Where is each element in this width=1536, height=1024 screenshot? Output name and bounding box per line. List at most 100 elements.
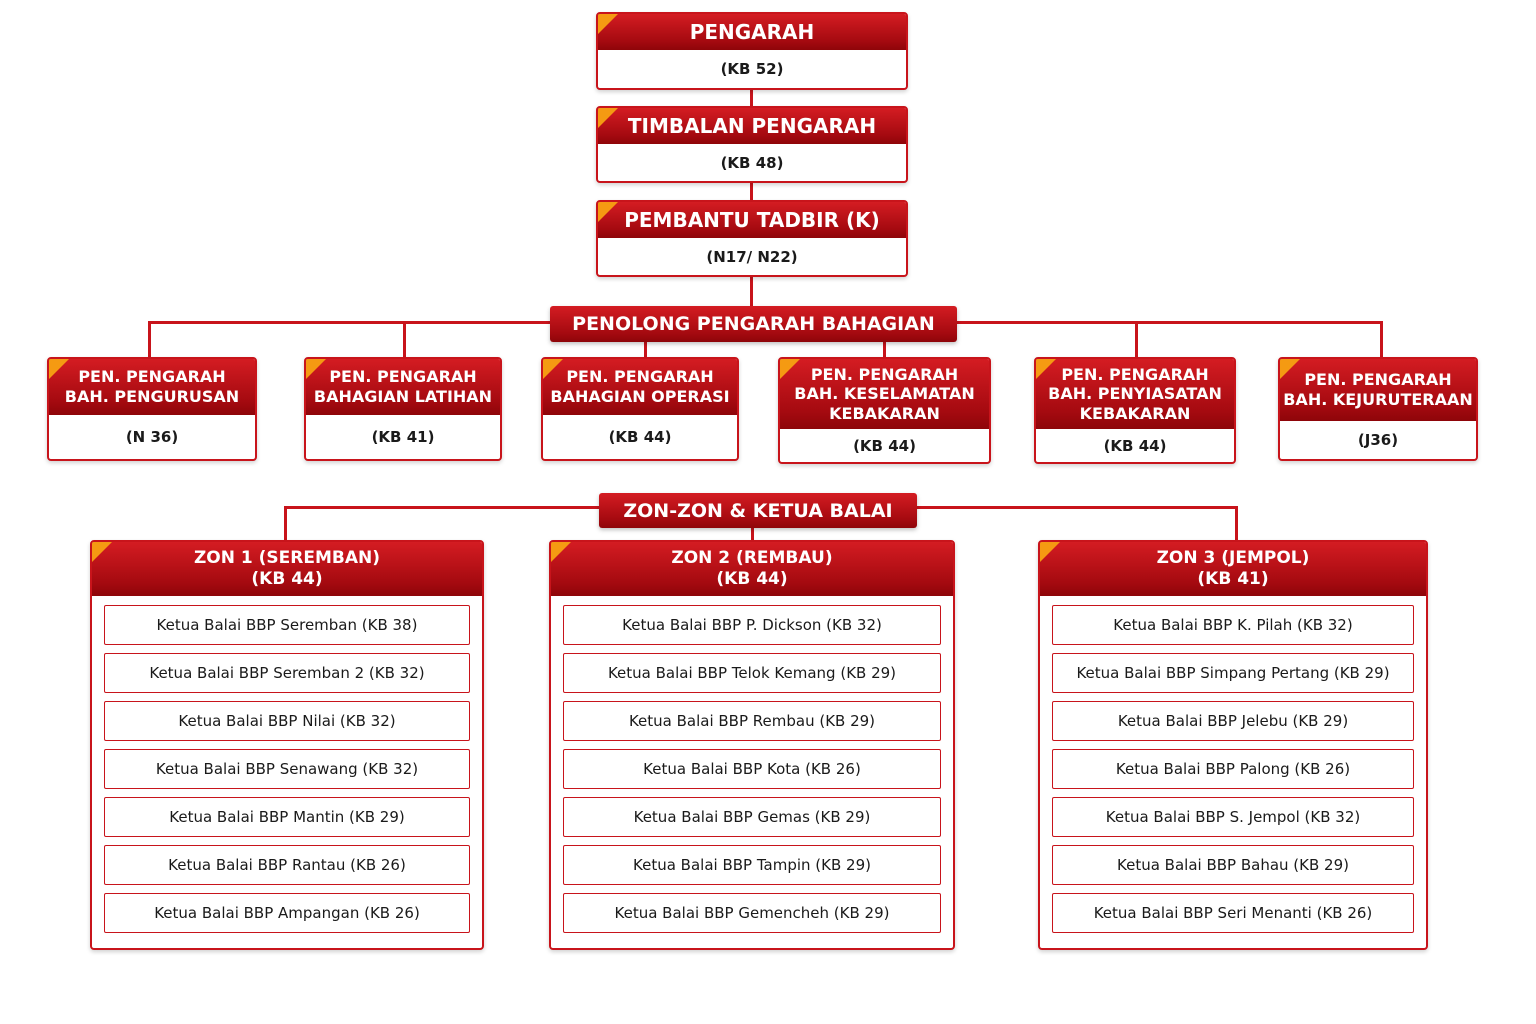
- division-card-2-title-line: BAHAGIAN LATIHAN: [313, 387, 493, 406]
- zone-title-line: ZON 3 (JEMPOL): [1156, 548, 1310, 569]
- division-card-5-grade: (KB 44): [1103, 436, 1167, 455]
- division-card-5-title-line: BAH. PENYIASATAN: [1048, 384, 1222, 404]
- station-item: Ketua Balai BBP Rembau (KB 29): [563, 701, 941, 741]
- station-item: Ketua Balai BBP Simpang Pertang (KB 29): [1052, 653, 1414, 693]
- division-card-6-title-line: BAH. KEJURUTERAAN: [1283, 390, 1473, 409]
- top-card-1-grade: (KB 52): [720, 60, 784, 78]
- station-item: Ketua Balai BBP Seremban 2 (KB 32): [104, 653, 470, 693]
- zones-banner: ZON-ZON & KETUA BALAI: [599, 493, 917, 528]
- connector-division-drop: [403, 321, 406, 359]
- zone-card-2: ZON 2 (REMBAU)(KB 44)Ketua Balai BBP P. …: [549, 540, 955, 950]
- station-item: Ketua Balai BBP Seri Menanti (KB 26): [1052, 893, 1414, 933]
- division-card-4-title-line: BAH. KESELAMATAN: [794, 384, 975, 404]
- station-item: Ketua Balai BBP Palong (KB 26): [1052, 749, 1414, 789]
- station-item: Ketua Balai BBP Nilai (KB 32): [104, 701, 470, 741]
- connector-top-spine: [750, 85, 753, 285]
- division-card-1-title-line: PEN. PENGARAH: [78, 367, 226, 387]
- divisions-banner: PENOLONG PENGARAH BAHAGIAN: [550, 306, 957, 342]
- corner-accent-icon: [598, 202, 618, 222]
- zone-title-line: (KB 41): [1197, 569, 1269, 589]
- station-list: Ketua Balai BBP K. Pilah (KB 32) Ketua Ba…: [1040, 596, 1426, 933]
- station-item: Ketua Balai BBP Bahau (KB 29): [1052, 845, 1414, 885]
- station-item: Ketua Balai BBP Rantau (KB 26): [104, 845, 470, 885]
- corner-accent-icon: [1280, 359, 1300, 379]
- zone-title-line: ZON 1 (SEREMBAN): [193, 548, 381, 569]
- top-card-1: PENGARAH (KB 52): [596, 12, 908, 90]
- station-item: Ketua Balai BBP Gemas (KB 29): [563, 797, 941, 837]
- division-card-4-grade: (KB 44): [853, 436, 916, 455]
- top-card-1-title-line: PENGARAH: [689, 19, 815, 44]
- connector-zone-drop: [1235, 506, 1238, 542]
- station-item: Ketua Balai BBP Telok Kemang (KB 29): [563, 653, 941, 693]
- zone-title-line: (KB 44): [251, 569, 323, 589]
- division-card-4-title-line: PEN. PENGARAH: [810, 364, 959, 384]
- zone-header: ZON 3 (JEMPOL)(KB 41): [1040, 542, 1426, 596]
- top-card-3-header: PEMBANTU TADBIR (K): [598, 202, 906, 238]
- division-card-6-title-line: PEN. PENGARAH: [1304, 370, 1452, 390]
- top-card-1-header: PENGARAH: [598, 14, 906, 50]
- corner-accent-icon: [1040, 542, 1060, 562]
- station-item: Ketua Balai BBP Mantin (KB 29): [104, 797, 470, 837]
- zone-header: ZON 2 (REMBAU)(KB 44): [551, 542, 953, 596]
- top-card-2-title-line: TIMBALAN PENGARAH: [627, 113, 877, 138]
- connector-zone-drop: [284, 506, 287, 542]
- zone-header: ZON 1 (SEREMBAN)(KB 44): [92, 542, 482, 596]
- station-list: Ketua Balai BBP P. Dickson (KB 32) Ketua …: [551, 596, 953, 933]
- division-card-1-title-line: BAH. PENGURUSAN: [64, 387, 240, 406]
- station-item: Ketua Balai BBP Senawang (KB 32): [104, 749, 470, 789]
- top-card-2-grade: (KB 48): [720, 153, 784, 172]
- division-card-3-title-line: BAHAGIAN OPERASI: [550, 387, 730, 406]
- zone-title-line: (KB 44): [716, 569, 788, 589]
- zone-title-line: ZON 2 (REMBAU): [671, 548, 833, 569]
- top-card-3: PEMBANTU TADBIR (K) (N17/ N22): [596, 200, 908, 277]
- corner-accent-icon: [551, 542, 571, 562]
- connector-division-drop: [148, 321, 151, 359]
- station-item: Ketua Balai BBP P. Dickson (KB 32): [563, 605, 941, 645]
- division-card-3-title-line: PEN. PENGARAH: [566, 367, 714, 387]
- corner-accent-icon: [49, 359, 69, 379]
- station-item: Ketua Balai BBP S. Jempol (KB 32): [1052, 797, 1414, 837]
- division-card-1-grade: (N 36): [125, 428, 179, 446]
- top-card-2: TIMBALAN PENGARAH (KB 48): [596, 106, 908, 183]
- corner-accent-icon: [780, 359, 800, 379]
- corner-accent-icon: [598, 14, 618, 34]
- division-card-4-title-line: KEBAKARAN: [829, 403, 940, 423]
- station-list: Ketua Balai BBP Seremban (KB 38) Ketua Ba…: [92, 596, 482, 933]
- zone-card-1: ZON 1 (SEREMBAN)(KB 44)Ketua Balai BBP S…: [90, 540, 484, 950]
- station-item: Ketua Balai BBP Ampangan (KB 26): [104, 893, 470, 933]
- top-card-2-header: TIMBALAN PENGARAH: [598, 108, 906, 144]
- corner-accent-icon: [543, 359, 563, 379]
- division-card-2-grade: (KB 41): [371, 428, 435, 446]
- division-card-5-title-line: KEBAKARAN: [1079, 403, 1191, 423]
- station-item: Ketua Balai BBP Jelebu (KB 29): [1052, 701, 1414, 741]
- division-card-2-title-line: PEN. PENGARAH: [329, 367, 477, 387]
- connector-spine-to-banner: [750, 283, 753, 309]
- division-card-5-title-line: PEN. PENGARAH: [1061, 364, 1209, 384]
- connector-division-drop: [1135, 321, 1138, 359]
- corner-accent-icon: [598, 108, 618, 128]
- station-item: Ketua Balai BBP Gemencheh (KB 29): [563, 893, 941, 933]
- station-item: Ketua Balai BBP Tampin (KB 29): [563, 845, 941, 885]
- station-item: Ketua Balai BBP Kota (KB 26): [563, 749, 941, 789]
- top-card-3-title-line: PEMBANTU TADBIR (K): [624, 207, 880, 232]
- top-card-3-grade: (N17/ N22): [706, 247, 798, 266]
- connector-division-drop: [1380, 321, 1383, 359]
- station-item: Ketua Balai BBP Seremban (KB 38): [104, 605, 470, 645]
- division-card-6-grade: (J36): [1357, 431, 1399, 449]
- corner-accent-icon: [1036, 359, 1056, 379]
- division-card-3-grade: (KB 44): [608, 428, 672, 446]
- station-item: Ketua Balai BBP K. Pilah (KB 32): [1052, 605, 1414, 645]
